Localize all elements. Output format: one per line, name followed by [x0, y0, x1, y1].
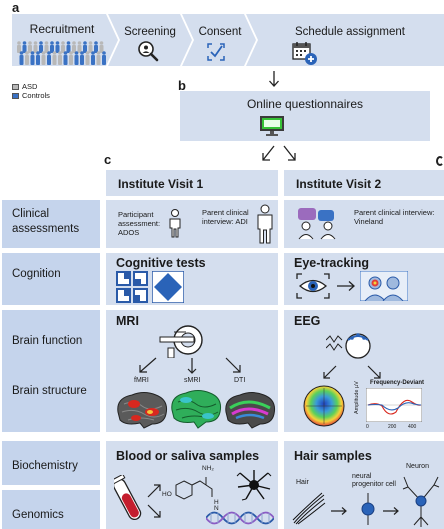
arrow-right-icon [336, 279, 356, 297]
erp-waveform-plot [365, 387, 423, 427]
row-label-biochemistry: Biochemistry [2, 441, 100, 485]
row-label-genomics: Genomics [2, 490, 100, 529]
eeg-y-axis-label: Amplitude µV [354, 381, 360, 414]
eeg-plot-title: Frequency-Deviant [370, 380, 425, 386]
hair-samples-title: Hair samples [294, 449, 372, 463]
neuron-icon [236, 469, 272, 506]
legend-controls: Controls [12, 91, 50, 100]
progenitor-cell-icon [358, 493, 378, 529]
legend-swatch-controls [12, 92, 19, 99]
mri-arrows-icon [126, 356, 256, 381]
row-label-cognition: Cognition [2, 253, 100, 305]
molecule-ho-label: HO [162, 491, 172, 498]
people-crowd-icon [16, 38, 106, 71]
dna-helix-icon [205, 507, 275, 529]
magnifier-person-icon [137, 40, 159, 67]
row-label-clinical: Clinical assessments [2, 200, 100, 248]
blood-saliva-title: Blood or saliva samples [116, 449, 260, 463]
legend-swatch-asd [12, 83, 19, 90]
hair-strands-icon [292, 491, 326, 529]
molecule-n-label: N [214, 505, 219, 512]
arrow-right-icon-3 [382, 503, 400, 521]
eeg-arrows-icon [318, 364, 388, 389]
cell-brain-visit-2: EEG [284, 310, 444, 432]
legend-asd: ASD [12, 82, 37, 91]
column-header-visit-2: Institute Visit 2 [284, 170, 444, 196]
dti-label: DTI [234, 377, 246, 384]
interview-icon [294, 206, 342, 245]
brain-dti-image [222, 390, 276, 435]
brain-smri-image [168, 388, 224, 435]
step-screening-label: Screening [124, 26, 176, 38]
cell-clinical-visit-2: Parent clinical interview: Vineland [284, 200, 444, 248]
panel-label-a: a [12, 0, 20, 15]
eye-icon [296, 273, 330, 304]
topography-map-image [302, 384, 346, 433]
cell-bio-visit-1: Blood or saliva samples NH₂ HO H N [106, 441, 278, 529]
cell-cognition-visit-1: Cognitive tests [106, 253, 278, 305]
hair-label: Hair [296, 479, 309, 486]
cell-brain-visit-1: MRI fMRI sMRI DTI [106, 310, 278, 432]
eeg-title: EEG [294, 314, 321, 328]
diamond-card-icon [151, 270, 185, 308]
eye-tracking-title: Eye-tracking [294, 256, 370, 270]
legend-label-controls: Controls [22, 91, 50, 100]
panel-label-c: c [104, 152, 112, 167]
online-questionnaires-title: Online questionnaires [246, 97, 364, 111]
vineland-label: Parent clinical interview: Vineland [354, 208, 435, 226]
checkbox-icon [206, 42, 226, 67]
faces-heatmap-icon [359, 270, 409, 306]
monitor-icon [259, 115, 285, 142]
test-tube-icon [108, 473, 142, 529]
ados-label: Participant assessment: ADOS [118, 210, 161, 237]
child-icon [168, 208, 182, 243]
legend-label-asd: ASD [22, 82, 38, 91]
eeg-x-tick-0: 0 [366, 424, 369, 430]
arrow-down-icon [268, 70, 280, 93]
eeg-x-tick-1: 200 [388, 424, 397, 430]
step-schedule-label: Schedule assignment [295, 26, 405, 38]
molecule-h-label: H [214, 499, 219, 506]
arrow-split-icon [258, 144, 302, 171]
mri-scanner-icon [158, 324, 204, 363]
cell-cognition-visit-2: Eye-tracking [284, 253, 444, 305]
neuron-label: Neuron [406, 463, 429, 470]
row-label-brain-structure: Brain structure [12, 385, 87, 397]
smri-label: sMRI [184, 377, 201, 384]
fmri-label: fMRI [134, 377, 149, 384]
online-questionnaires-box: Online questionnaires [180, 91, 430, 141]
panel-label-b: b [178, 78, 186, 93]
adi-label: Parent clinical interview: ADI [202, 208, 249, 226]
arrow-right-icon-2 [330, 503, 348, 521]
eeg-head-icon [325, 330, 376, 367]
mri-title: MRI [116, 314, 139, 328]
neuron-cell-icon [402, 473, 440, 529]
step-recruitment-label: Recruitment [29, 22, 95, 36]
bio-arrows-icon [146, 481, 164, 526]
molecule-nh2-label: NH₂ [202, 465, 214, 472]
row-label-brain: Brain function Brain structure [2, 310, 100, 432]
panel-label-clipped-glyph [436, 156, 444, 166]
puzzle-grid-icon [116, 271, 148, 308]
calendar-add-icon [292, 40, 318, 71]
step-consent-label: Consent [198, 26, 242, 38]
column-header-visit-1: Institute Visit 1 [106, 170, 278, 196]
row-label-brain-function: Brain function [12, 335, 83, 347]
cell-clinical-visit-1: Participant assessment: ADOS Parent clin… [106, 200, 278, 248]
eeg-x-tick-2: 400 [408, 424, 417, 430]
cell-bio-visit-2: Hair samples Hair neural progenitor cell… [284, 441, 444, 529]
molecule-icon [168, 473, 218, 510]
npc-label: neural progenitor cell [352, 473, 396, 488]
brain-fmri-image [114, 390, 170, 435]
cognitive-tests-title: Cognitive tests [116, 256, 206, 270]
adult-icon [256, 204, 274, 249]
